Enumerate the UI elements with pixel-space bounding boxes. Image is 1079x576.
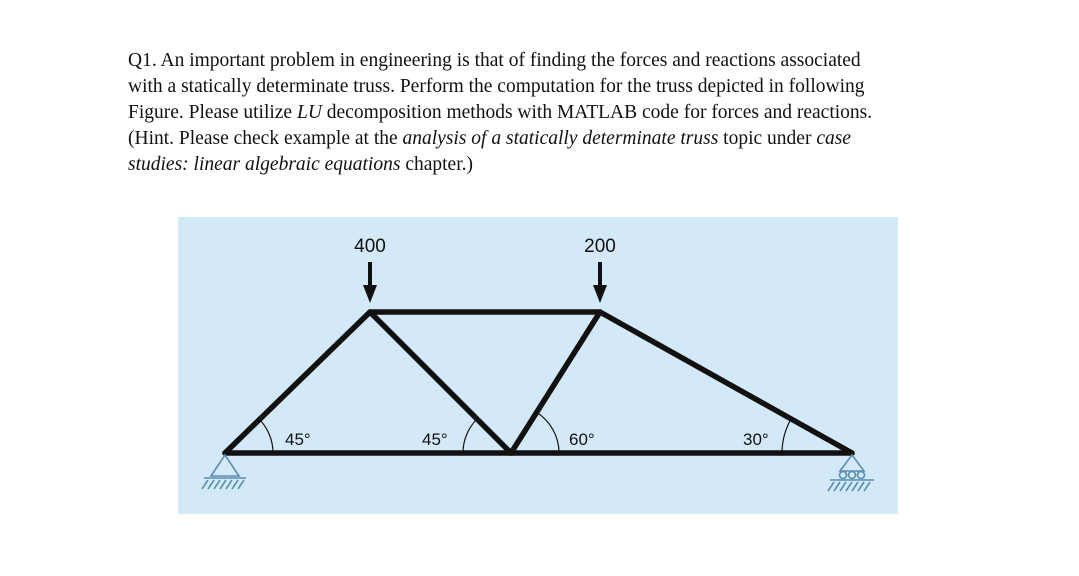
load-label-200: 200 (584, 236, 616, 257)
question-line-1: Q1. An important problem in engineering … (128, 50, 861, 71)
load-arrow-down-icon (593, 285, 607, 303)
question-line-2: with a statically determinate truss. Per… (128, 76, 865, 97)
angle-label-center-right: 60° (569, 430, 595, 449)
angle-label-center-left: 45° (422, 430, 448, 449)
pin-support-icon (201, 453, 246, 490)
angle-arc-center-right (535, 411, 560, 454)
load-arrow-down-icon (363, 285, 377, 303)
figure-background (178, 217, 898, 514)
member-right-diagonal (597, 309, 855, 456)
angle-label-left: 45° (285, 430, 311, 449)
member-left-diagonal (222, 309, 373, 456)
roller-support-icon (827, 453, 874, 492)
angle-label-right: 30° (743, 430, 769, 449)
load-label-400: 400 (354, 236, 386, 257)
member-center-right-diagonal (508, 309, 603, 456)
member-center-left-diagonal (367, 309, 514, 456)
angle-arc-center-left (462, 418, 478, 454)
question-line-3: Figure. Please utilize LU decomposition … (128, 102, 873, 123)
load-200: 200 (584, 236, 616, 303)
load-400: 400 (354, 236, 386, 303)
question-line-5: studies: linear algebraic equations chap… (128, 154, 473, 175)
angle-arc-right (781, 418, 792, 454)
truss-figure: 45° 45° 60° 30° 400 200 (178, 217, 898, 514)
angle-arcs (258, 411, 792, 454)
topic-term: analysis of a statically determinate tru… (402, 128, 719, 149)
question-text: Q1. An important problem in engineering … (128, 48, 954, 178)
truss-members (222, 309, 855, 456)
lu-term: LU (296, 102, 322, 123)
question-line-4: (Hint. Please check example at the analy… (128, 128, 851, 149)
angle-arc-left (258, 418, 274, 454)
